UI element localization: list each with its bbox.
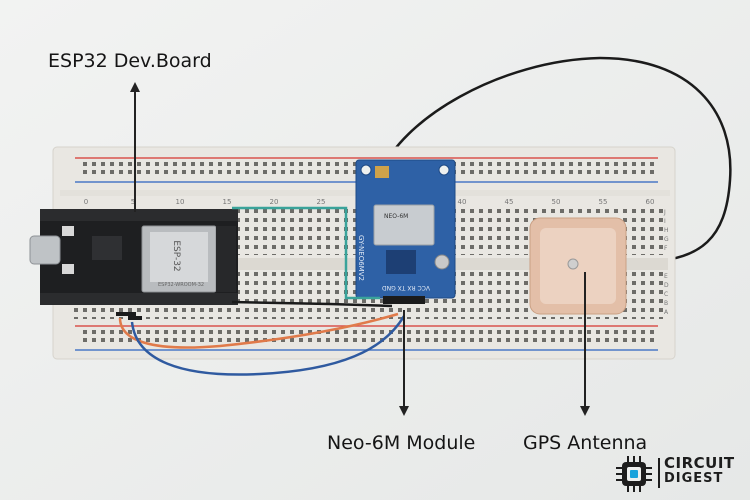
row-letter: F: [664, 245, 668, 252]
logo-text-line2: DIGEST: [664, 471, 724, 486]
row-letter: E: [664, 273, 668, 280]
row-letter: H: [664, 227, 669, 234]
column-number: 15: [223, 198, 232, 206]
esp32-label-arrow: [130, 82, 140, 212]
wire-blue: [130, 315, 406, 376]
wire-orange: [118, 312, 399, 349]
column-number: 40: [458, 198, 467, 206]
circuit-digest-logo: CIRCUIT DIGEST: [614, 454, 746, 494]
logo-text-line1: CIRCUIT: [664, 454, 735, 472]
esp32-chip-text: ESP32-WROOM-32: [158, 282, 204, 288]
gps-chip-text: NEO-6M: [384, 213, 408, 220]
esp32-dev-board: ESP-32 ESP32-WROOM-32: [29, 209, 238, 305]
chip-logo-icon: [616, 456, 652, 492]
column-number: 50: [552, 198, 561, 206]
row-letter: G: [664, 236, 669, 243]
column-number: 5: [131, 198, 135, 206]
antenna-cable: [378, 56, 732, 264]
gps-pin-labels: VCC RX TX GND: [382, 284, 430, 291]
row-letter: B: [664, 300, 668, 307]
gps-board-text: GY-NEO6MV2: [357, 235, 365, 281]
column-number: 55: [599, 198, 608, 206]
column-number: 25: [317, 198, 326, 206]
row-letter: A: [664, 309, 669, 316]
row-letter: I: [664, 218, 666, 225]
neo6m-label-arrow: [399, 310, 409, 416]
wire-teal: [232, 206, 380, 300]
wire-black: [231, 300, 393, 308]
column-number: 10: [176, 198, 185, 206]
column-number: 0: [84, 198, 88, 206]
esp32-board-label: ESP32 Dev.Board: [48, 50, 212, 72]
row-letter: J: [663, 209, 666, 216]
column-number: 60: [646, 198, 655, 206]
wire-tips: [116, 312, 142, 320]
gps-antenna-label: GPS Antenna: [523, 432, 648, 454]
row-letter: D: [664, 282, 669, 289]
column-number: 20: [270, 198, 279, 206]
row-letter: C: [664, 291, 668, 298]
neo6m-gps-module: NEO-6M GY-NEO6MV2 VCC RX TX GND: [355, 159, 456, 304]
esp32-module-text: ESP-32: [171, 240, 181, 271]
gps-antenna-patch: [529, 217, 627, 315]
neo6m-module-label: Neo-6M Module: [327, 432, 476, 454]
column-number: 45: [505, 198, 514, 206]
antenna-label-arrow: [580, 272, 590, 416]
